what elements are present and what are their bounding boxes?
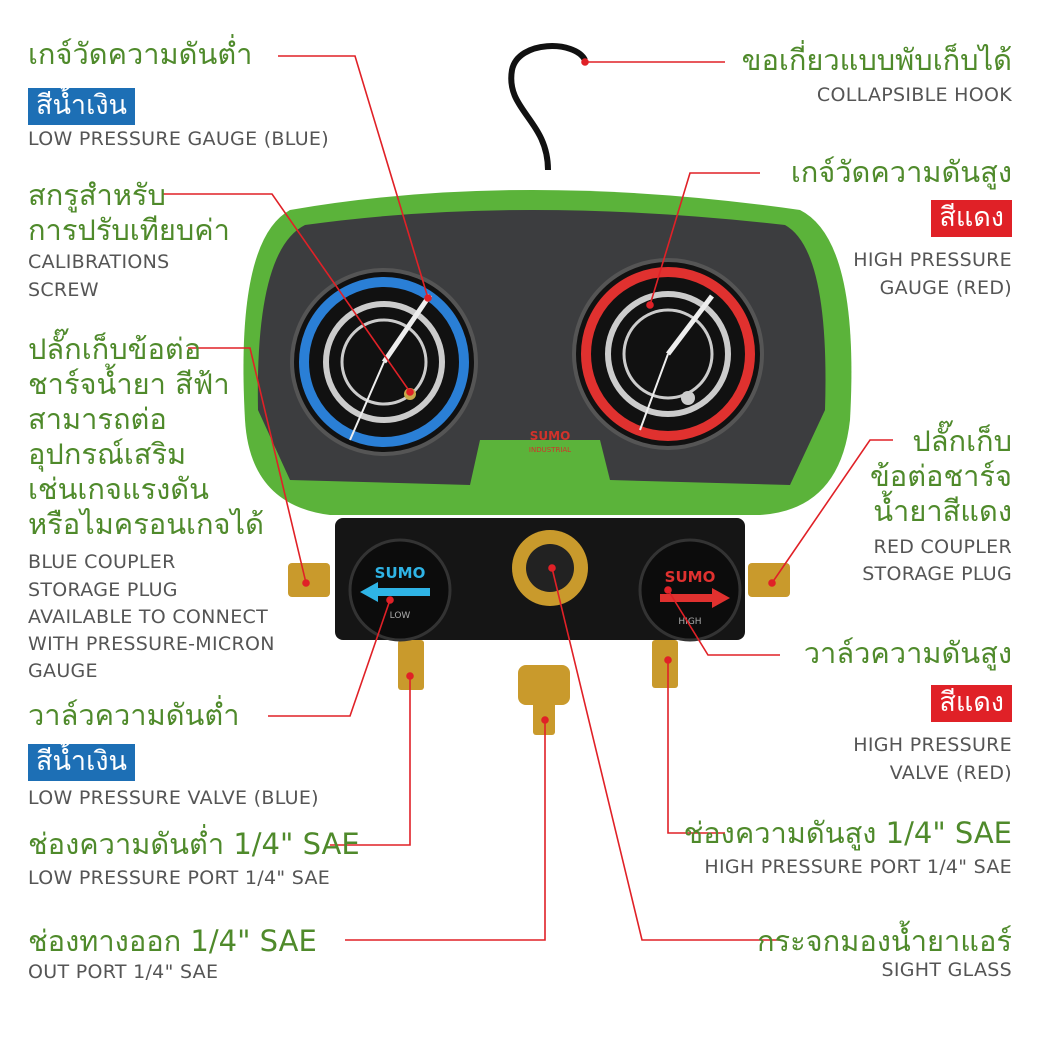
- low-valve-en: LOW PRESSURE VALVE (BLUE): [28, 787, 319, 809]
- out-port-en: OUT PORT 1/4" SAE: [28, 961, 219, 983]
- blue-plug-en-1: BLUE COUPLER: [28, 551, 176, 573]
- out-port-title: ช่องทางออก 1/4" SAE: [28, 924, 317, 958]
- red-plug-en-1: RED COUPLER: [873, 536, 1012, 558]
- calib-title-1: สกรูสำหรับ: [28, 178, 166, 212]
- low-pressure-valve-knob[interactable]: SUMO LOW: [348, 538, 452, 642]
- red-plug-en-2: STORAGE PLUG: [862, 563, 1012, 585]
- out-port: [518, 665, 570, 735]
- blue-plug-en-2: STORAGE PLUG: [28, 579, 178, 601]
- low-port-title: ช่องความดันต่ำ 1/4" SAE: [28, 827, 360, 861]
- high-valve-badge: สีแดง: [931, 685, 1012, 722]
- low-gauge-badge: สีน้ำเงิน: [28, 88, 135, 125]
- red-plug-th-1: ปลั๊กเก็บ: [912, 424, 1012, 458]
- blue-plug-en-5: GAUGE: [28, 660, 98, 682]
- red-plug-th-2: ข้อต่อชาร์จ: [869, 459, 1012, 493]
- red-plug-th-3: น้ำยาสีแดง: [873, 494, 1012, 528]
- high-gauge-badge: สีแดง: [931, 200, 1012, 237]
- brand-logo: SUMO INDUSTRIAL: [529, 429, 571, 454]
- high-port-en: HIGH PRESSURE PORT 1/4" SAE: [704, 856, 1012, 878]
- hook-en: COLLAPSIBLE HOOK: [816, 84, 1012, 106]
- high-valve-en-1: HIGH PRESSURE: [853, 734, 1012, 756]
- low-pressure-gauge: [290, 268, 478, 456]
- high-gauge-en-1: HIGH PRESSURE: [853, 249, 1012, 271]
- low-gauge-en: LOW PRESSURE GAUGE (BLUE): [28, 128, 329, 150]
- high-pressure-gauge: [572, 258, 764, 450]
- low-port: [398, 640, 424, 690]
- high-port: [652, 640, 678, 688]
- leader-lines: [163, 55, 893, 941]
- low-valve-badge: สีน้ำเงิน: [28, 744, 135, 781]
- calib-en-2: SCREW: [28, 279, 99, 301]
- high-port-title: ช่องความดันสูง 1/4" SAE: [683, 816, 1012, 850]
- blue-plug-th-4: อุปกรณ์เสริม: [28, 437, 187, 471]
- svg-text:SUMO: SUMO: [530, 429, 571, 443]
- high-gauge-en-2: GAUGE (RED): [879, 277, 1012, 299]
- svg-text:SUMO: SUMO: [665, 568, 716, 586]
- red-coupler-plug: [748, 563, 790, 597]
- blue-plug-en-4: WITH PRESSURE-MICRON: [28, 633, 275, 655]
- sight-glass-title: กระจกมองน้ำยาแอร์: [756, 924, 1012, 958]
- calib-title-2: การปรับเทียบค่า: [28, 213, 230, 247]
- blue-plug-th-5: เช่นเกจแรงดัน: [28, 472, 209, 506]
- svg-text:LOW: LOW: [390, 611, 411, 621]
- blue-plug-th-3: สามารถต่อ: [28, 402, 167, 436]
- svg-text:INDUSTRIAL: INDUSTRIAL: [529, 446, 571, 454]
- svg-text:SUMO: SUMO: [375, 564, 426, 582]
- blue-plug-th-1: ปลั๊กเก็บข้อต่อ: [28, 332, 202, 366]
- low-valve-title: วาล์วความดันต่ำ: [28, 698, 240, 732]
- low-gauge-title: เกจ์วัดความดันต่ำ: [28, 37, 253, 71]
- hook-title: ขอเกี่ยวแบบพับเก็บได้: [741, 43, 1012, 77]
- high-valve-title: วาล์วความดันสูง: [803, 636, 1012, 670]
- blue-plug-en-3: AVAILABLE TO CONNECT: [28, 606, 268, 628]
- blue-coupler-plug: [288, 563, 330, 597]
- collapsible-hook: [508, 43, 588, 171]
- high-pressure-valve-knob[interactable]: SUMO HIGH: [638, 538, 742, 642]
- high-valve-en-2: VALVE (RED): [889, 762, 1012, 784]
- svg-text:HIGH: HIGH: [678, 617, 701, 627]
- blue-plug-th-6: หรือไมครอนเกจได้: [28, 507, 264, 541]
- calib-en-1: CALIBRATIONS: [28, 251, 170, 273]
- high-gauge-title: เกจ์วัดความดันสูง: [790, 155, 1012, 189]
- sight-glass-en: SIGHT GLASS: [881, 959, 1012, 981]
- low-port-en: LOW PRESSURE PORT 1/4" SAE: [28, 867, 331, 889]
- blue-plug-th-2: ชาร์จน้ำยา สีฟ้า: [28, 367, 230, 401]
